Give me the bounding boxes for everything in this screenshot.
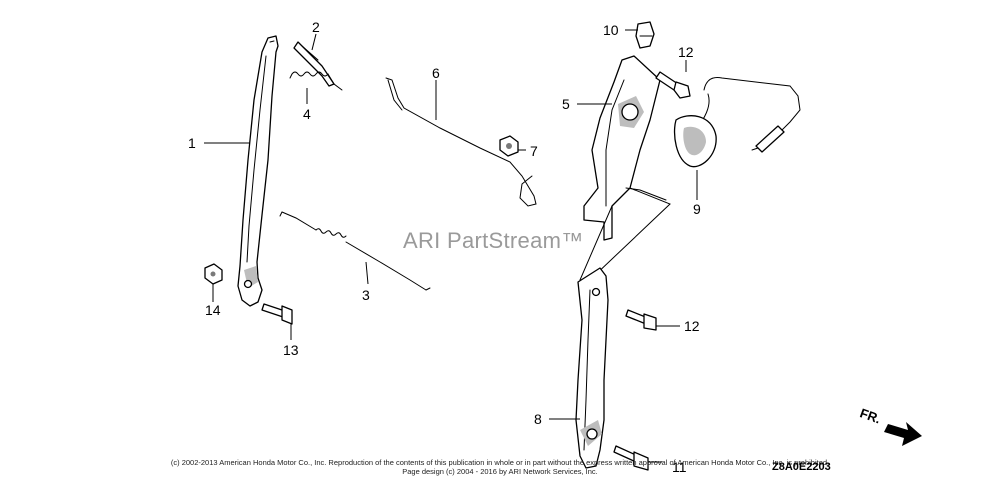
callout-8: 8 (534, 411, 542, 427)
part-11-bolt[interactable] (613, 445, 649, 471)
callout-12-upper: 12 (678, 44, 694, 60)
part-12-bolt-upper[interactable] (655, 71, 691, 99)
watermark: ARI PartStream™ (403, 228, 584, 253)
part-1-lever-arm[interactable] (237, 35, 279, 307)
part-5-bracket[interactable] (583, 55, 667, 241)
part-12-bolt-lower[interactable] (625, 309, 657, 331)
part-2-bracket[interactable] (293, 41, 335, 87)
callout-6: 6 (432, 65, 440, 81)
callout-12-lower: 12 (684, 318, 700, 334)
part-3-spring-rod[interactable] (279, 211, 431, 291)
callout-5: 5 (562, 96, 570, 112)
callout-labels: 1 2 3 4 5 6 7 8 9 10 11 12 12 13 14 (188, 19, 701, 475)
callout-9: 9 (693, 201, 701, 217)
part-14-nut[interactable] (204, 263, 223, 285)
leader-lines (204, 29, 698, 463)
callout-7: 7 (530, 143, 538, 159)
callout-4: 4 (303, 106, 311, 122)
part-4-spring[interactable] (289, 71, 343, 91)
front-direction-arrow: FR. (858, 405, 922, 446)
callout-1: 1 (188, 135, 196, 151)
callout-14: 14 (205, 302, 221, 318)
part-8-cover[interactable] (575, 267, 609, 469)
callout-13: 13 (283, 342, 299, 358)
callout-3: 3 (362, 287, 370, 303)
copyright-line-2: Page design (c) 2004 - 2016 by ARI Netwo… (402, 467, 598, 476)
part-10-clip[interactable] (635, 21, 655, 49)
part-9-cable-knob[interactable] (673, 77, 801, 168)
part-7-nut[interactable] (499, 135, 519, 157)
direction-label: FR. (858, 405, 883, 426)
callout-10: 10 (603, 22, 619, 38)
callout-11: 11 (672, 459, 687, 475)
assembly-guide-lines (579, 187, 671, 281)
callout-2: 2 (312, 19, 320, 35)
copyright-line-1: (c) 2002-2013 American Honda Motor Co., … (170, 458, 830, 467)
part-6-wire-rod[interactable] (385, 77, 537, 207)
reference-code: Z8A0E2203 (772, 461, 831, 473)
part-13-bolt[interactable] (261, 303, 293, 325)
